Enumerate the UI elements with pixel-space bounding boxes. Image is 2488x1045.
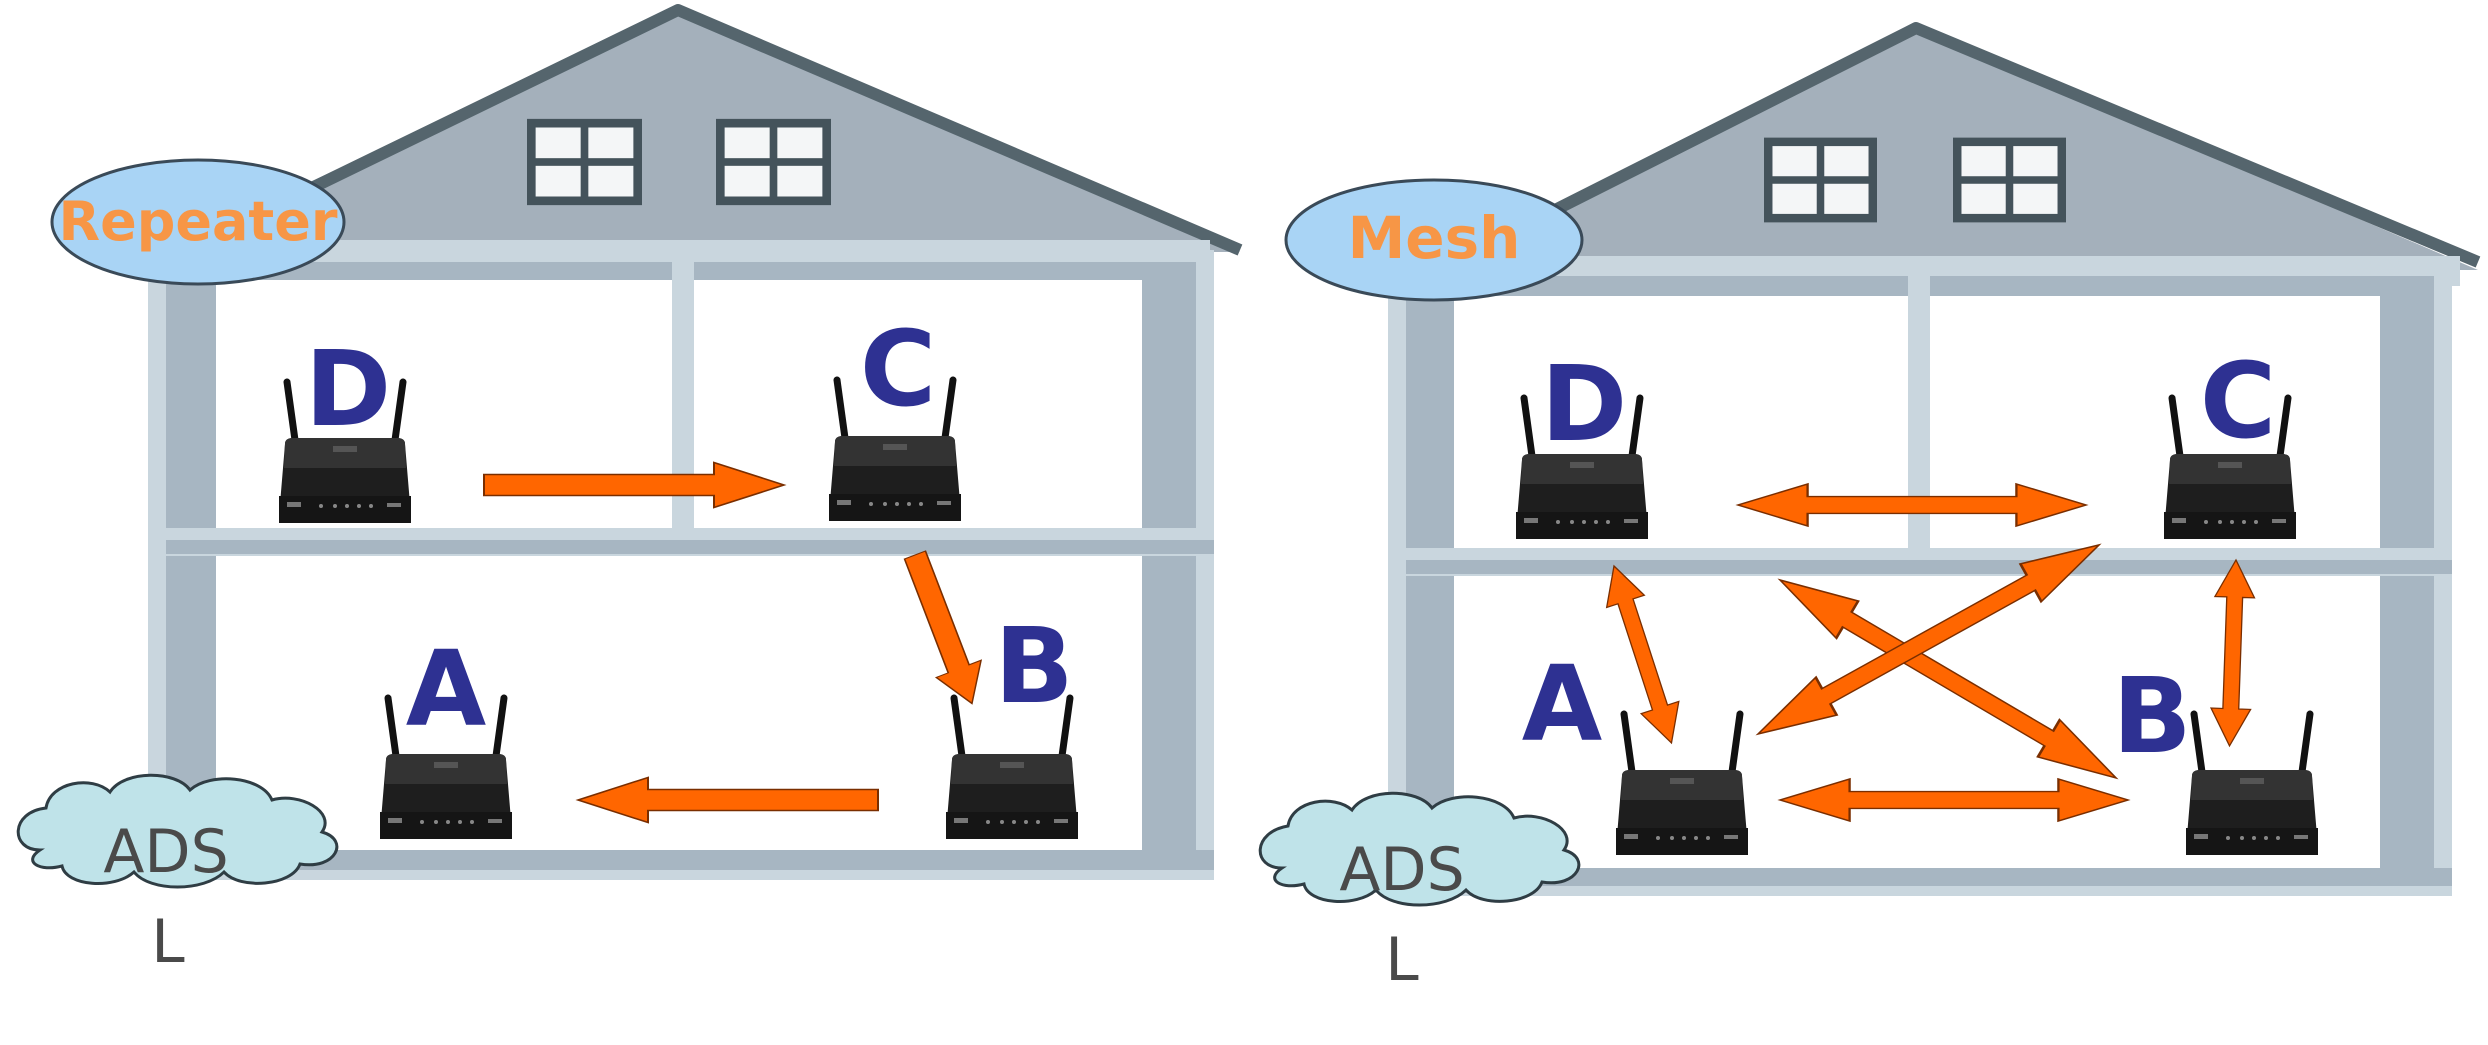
- adsl-cloud: ADS L: [16, 773, 339, 977]
- router-label: A: [406, 628, 487, 750]
- repeater-badge: Repeater: [50, 158, 346, 286]
- cloud-label-line1: ADS: [1339, 835, 1464, 905]
- mesh-badge: Mesh: [1284, 178, 1584, 302]
- attic-window: [1953, 137, 2066, 223]
- router-D: D: [1516, 343, 1648, 539]
- attic-window: [1764, 137, 1877, 223]
- router-label: C: [2200, 340, 2276, 462]
- cloud-label-line1: ADS: [103, 817, 228, 887]
- badge-label: Repeater: [59, 190, 338, 253]
- router-B: B: [946, 605, 1078, 839]
- router-label: B: [2112, 655, 2191, 777]
- router-A: A: [1522, 643, 1748, 855]
- roof-edge: [177, 4, 1243, 258]
- cloud-label-line2: L: [151, 907, 185, 977]
- router-D: D: [279, 328, 411, 523]
- router-label: D: [305, 328, 391, 450]
- router-A: A: [380, 628, 512, 839]
- roof: [1420, 28, 2478, 270]
- router-label: C: [860, 308, 936, 430]
- adsl-cloud: ADS L: [1258, 791, 1581, 995]
- router-label: B: [994, 605, 1073, 727]
- attic-window: [716, 118, 831, 206]
- room-divider: [1908, 270, 1930, 550]
- router-label: A: [1522, 643, 1603, 765]
- badge-label: Mesh: [1348, 204, 1521, 272]
- roof-edge: [1437, 22, 2481, 274]
- router-label: D: [1541, 343, 1627, 465]
- router-C: C: [829, 308, 961, 521]
- attic-window: [527, 118, 642, 206]
- cloud-label-line2: L: [1385, 925, 1419, 995]
- roof: [160, 10, 1240, 252]
- room-divider: [672, 252, 694, 528]
- router-B: B: [2112, 655, 2318, 855]
- router-C: C: [2164, 340, 2296, 539]
